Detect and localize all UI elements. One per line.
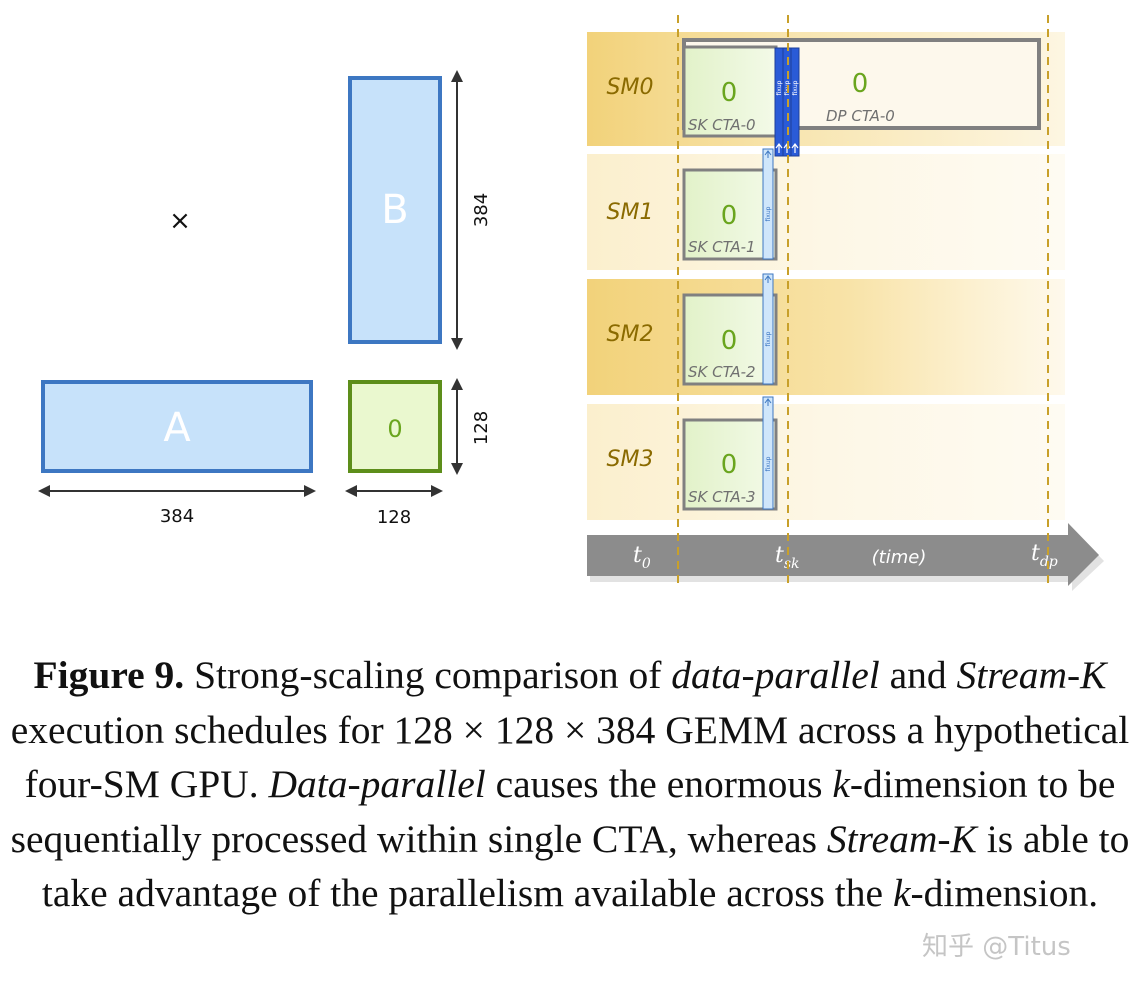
figure-caption: Figure 9. Strong-scaling comparison of d… — [10, 648, 1130, 921]
sk-cta-2-label: SK CTA-2 — [688, 363, 756, 381]
matrix-b-label: B — [381, 187, 408, 233]
sk-cta-0-tile — [682, 45, 778, 138]
sm2-fixup-text: fixup — [765, 331, 772, 346]
caption-text: -dimension to be sequentially processed … — [10, 762, 1116, 861]
stream-k-figure: × B A 0 384 128 384 128 SM0 SM1 SM2 SM3 … — [38, 15, 1104, 591]
dp-cta-id: 0 — [852, 69, 869, 99]
a-width-dim: 384 — [160, 506, 194, 527]
sk-cta-2-id: 0 — [721, 326, 738, 356]
watermark: 知乎 @Titus — [922, 932, 1071, 962]
dp-cta-label: DP CTA-0 — [826, 107, 895, 125]
sk-cta-3-tile — [682, 418, 778, 511]
t0-label: t0 — [633, 543, 651, 572]
sk-cta-2-tile — [682, 293, 778, 386]
matrix-diagram: × B A 0 384 128 384 128 — [38, 70, 492, 528]
tsk-subscript: sk — [784, 556, 800, 572]
sm0-fixup-text-3: fixup — [792, 80, 799, 95]
sk-cta-1-id: 0 — [721, 201, 738, 231]
matrix-c-label: 0 — [387, 415, 402, 443]
caption-emph: data-parallel — [671, 653, 880, 697]
caption-text: -dimension. — [910, 871, 1099, 915]
matrix-a — [41, 380, 313, 473]
sm2-row-bg — [587, 279, 1065, 395]
sm0-fixup-text-1: fixup — [776, 80, 783, 95]
sm3-fixup-text: fixup — [765, 456, 772, 471]
caption-emph: Stream-K — [826, 816, 977, 861]
b-height-dim: 384 — [471, 193, 492, 227]
caption-emph: Stream-K — [956, 653, 1107, 697]
sm3-label: SM3 — [607, 447, 654, 472]
time-axis-arrow — [587, 523, 1099, 586]
sk-cta-0-id: 0 — [721, 78, 738, 108]
sm1-fixup-text: fixup — [765, 206, 772, 221]
matrix-b — [348, 76, 442, 344]
c-width-dim: 128 — [377, 507, 411, 528]
time-label: (time) — [872, 547, 927, 568]
matrix-a-label: A — [163, 405, 191, 451]
t0-subscript: 0 — [642, 556, 651, 572]
c-height-dim: 128 — [471, 411, 492, 445]
sm1-fixup-strip: fixup — [762, 148, 774, 260]
sk-cta-0-label: SK CTA-0 — [688, 116, 756, 134]
sm3-row-bg — [587, 404, 1065, 520]
schedule-timeline: SM0 SM1 SM2 SM3 0 DP CTA-0 0 SK CTA-0 0 … — [587, 15, 1104, 591]
caption-text: execution schedules for 128 × 128 × 384 … — [10, 707, 1130, 807]
caption-emph: k — [832, 762, 850, 806]
caption-text: Strong-scaling comparison of — [184, 653, 672, 697]
sm1-label: SM1 — [607, 200, 654, 225]
sm1-row-bg — [587, 154, 1065, 270]
sm0-label: SM0 — [607, 75, 654, 100]
caption-text: causes the enormous — [485, 762, 833, 806]
caption-emph: Data-parallel — [268, 762, 486, 806]
sk-cta-3-id: 0 — [721, 450, 738, 480]
sm2-fixup-strip: fixup — [762, 273, 774, 385]
sk-cta-3-label: SK CTA-3 — [688, 488, 756, 506]
multiply-operator: × — [169, 206, 191, 236]
sk-cta-1-tile — [682, 168, 778, 261]
sm3-fixup-strip: fixup — [762, 396, 774, 510]
caption-emph: k — [892, 871, 911, 915]
caption-text: and — [879, 653, 957, 697]
matrix-c — [348, 380, 442, 473]
sk-cta-1-label: SK CTA-1 — [688, 238, 756, 256]
figure-number: Figure 9. — [33, 653, 185, 697]
sm2-label: SM2 — [607, 322, 654, 347]
caption-text: is able to take advantage of the paralle… — [41, 816, 1130, 916]
